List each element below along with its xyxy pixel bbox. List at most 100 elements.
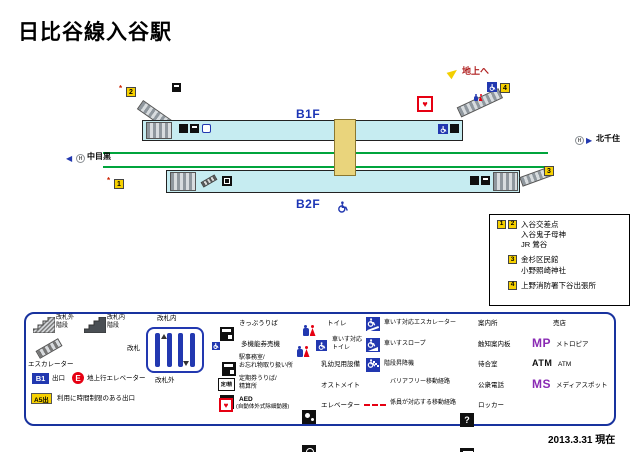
label-line: 改札内 (107, 315, 126, 321)
label-line: 階段 (107, 322, 120, 329)
escalator-legend-icon (35, 338, 66, 359)
gate-direction-arrow (183, 361, 189, 366)
b1f-label: B1F (296, 107, 321, 121)
exit-destination: 金杉区民館 (521, 255, 559, 265)
ostomate-label: オストメイト (321, 382, 360, 389)
escalator-icon (450, 124, 459, 133)
information-icon: ? (460, 413, 474, 427)
label-line: 駅事務室/ (239, 355, 265, 361)
tactile-map-icon (460, 448, 474, 452)
stairs (170, 172, 196, 191)
exit-marker-2: 2 (508, 220, 517, 229)
toilet-icon (473, 83, 483, 101)
aed-label: AED (239, 396, 253, 403)
aed-icon: ♥ (417, 96, 433, 112)
gate-bar (166, 333, 172, 367)
legend-box (24, 312, 616, 426)
label-line: 階段 (56, 322, 69, 329)
elevator-shaft (334, 119, 356, 176)
atm-label: ATM (558, 361, 572, 368)
toilet-icon (302, 318, 316, 336)
gate-bar (154, 333, 160, 367)
exit-number-badge: B1 (32, 373, 49, 384)
track-line (103, 152, 548, 154)
escalator-label: エスカレーター (28, 361, 74, 368)
station-diagram: 地上へ * 2 4 B1F ♥ H ▶ 北千住 ◀ H 中目黒 * (0, 0, 640, 213)
stairs-outside-icon (32, 316, 56, 338)
woman-icon (303, 345, 310, 357)
gate-bar (190, 333, 196, 367)
to-ground-label: 地上へ (462, 66, 490, 76)
stairs (146, 122, 172, 139)
exit-marker-3: 3 (508, 255, 517, 265)
ground-elevator-badge: E (72, 372, 84, 384)
exit-destination: JR 鶯谷 (521, 240, 548, 250)
to-ground-arrow-icon (446, 66, 460, 80)
wheelchair-icon (316, 340, 327, 351)
aed-icon: ♥ (219, 398, 233, 412)
exit-marker-2: 2 (126, 87, 136, 97)
label-line: 車いす対応 (332, 337, 363, 343)
restricted-exit-badge: A5出 (31, 393, 52, 404)
media-spot-badge: MS (532, 377, 551, 391)
exit-guide-entry: 4 上野消防署下谷出張所 (496, 280, 623, 291)
wheelchair-toilet-icon (296, 339, 310, 357)
restricted-exit-label: 利用に時間制限のある出口 (57, 395, 135, 402)
heart-icon: ♥ (422, 98, 428, 109)
exit-marker-4: 4 (500, 83, 510, 93)
ticket-machine-icon (172, 83, 181, 92)
exit-destination: 入谷交差点 (521, 220, 559, 229)
exit-guide-entry: 3 金杉区民館小野照崎神社 (496, 255, 623, 275)
page-title: 日比谷線入谷駅 (18, 21, 172, 44)
wheelchair-escalator-icon (366, 317, 380, 331)
office-label: 駅事務室/お忘れ物取り扱い所 (239, 355, 293, 370)
wheelchair-slope-icon (366, 338, 380, 352)
station-office-icon (470, 176, 479, 185)
hibiya-line-badge: H (575, 136, 584, 145)
stairs-inside-label: 改札内階段 (107, 315, 125, 330)
media-spot-label: メディアスポット (556, 382, 608, 389)
multifunction-machine-label: 多機能券売機 (241, 341, 280, 348)
stairs (493, 172, 518, 191)
man-icon (473, 93, 478, 101)
restricted-exit-mark: * (119, 84, 123, 93)
pass-office-label: 定期券うりば/精算所 (239, 376, 277, 391)
direction-nakameguro-label: 中目黒 (87, 152, 111, 161)
pass-office-icon: 定/精 (218, 378, 235, 391)
wheelchair-toilet-label: 車いす対応トイレ (332, 337, 362, 352)
stair-lift-icon (366, 358, 380, 372)
staff-route-icon (364, 404, 386, 406)
direction-left-arrow-icon: ◀ (66, 154, 73, 163)
elevator-icon (222, 176, 232, 186)
wheelchair-escalator-label: 車いす対応エスカレーター (384, 320, 457, 326)
label-line: 改札外 (56, 315, 75, 321)
barrier-free-route-label: バリアフリー移動経路 (390, 379, 451, 385)
wheelchair-icon (487, 82, 497, 92)
label-line: 定期券うりば/ (239, 376, 277, 382)
information-label: 案内所 (478, 320, 498, 327)
date-note: 2013.3.31 現在 (548, 435, 616, 446)
b1f-platform (142, 120, 463, 141)
tactile-map-label: 触知案内板 (478, 341, 511, 348)
woman-icon (478, 93, 483, 101)
exit-destination: 小野照崎神社 (521, 265, 566, 275)
staff-route-label: 係員が対応する移動経路 (390, 400, 457, 406)
heart-icon: ♥ (223, 400, 229, 410)
elevator-label: エレベーター (321, 402, 360, 409)
label-line: トイレ (332, 344, 351, 351)
woman-icon (309, 324, 316, 336)
direction-kitasenju-label: 北千住 (596, 134, 620, 143)
track-line (103, 166, 548, 168)
multifunction-machine-icon (222, 362, 236, 376)
baby-facility-icon (302, 410, 316, 424)
ticket-machine-icon (220, 327, 234, 341)
station-office-icon (179, 124, 188, 133)
direction-right-arrow-icon: ▶ (586, 136, 593, 145)
ostomate-icon (302, 445, 316, 452)
atm-badge: ATM (532, 358, 553, 368)
exit-label: 出口 (52, 375, 65, 382)
ticket-machine-icon (190, 124, 199, 133)
